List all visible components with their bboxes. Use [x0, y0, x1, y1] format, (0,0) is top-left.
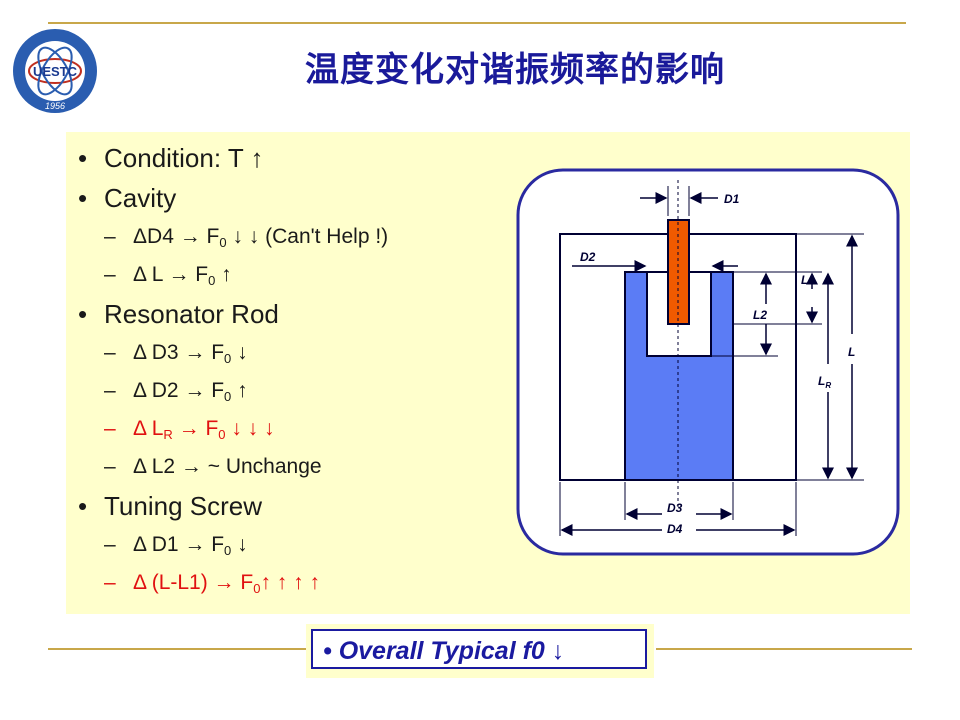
uestc-logo: UESTC 1956 — [13, 29, 97, 113]
overall-callout: • Overall Typical f0 ↓ — [311, 629, 647, 669]
sub-bullet-post: ↓ ↓ (Can't Help !) — [226, 225, 389, 248]
sub-bullet-pre: Δ L — [133, 417, 164, 440]
sub-bullet-sub: 0 — [224, 389, 232, 404]
logo-text: UESTC — [33, 64, 78, 79]
bullet-text: Condition: T ↑ — [104, 143, 264, 173]
sub-bullet-item: –ΔD4 → F0 ↓ ↓ (Can't Help !) — [78, 218, 518, 256]
bullet-text: Resonator Rod — [104, 299, 279, 329]
sub-bullet-sub: 0 — [208, 273, 216, 288]
dash-marker: – — [104, 225, 116, 248]
label-lr: L — [818, 374, 825, 388]
bullet-item: • Resonator Rod — [78, 294, 518, 334]
label-d2: D2 — [580, 250, 596, 264]
sub-bullet-pre: Δ L → F — [133, 263, 209, 286]
sub-bullet-item: –Δ D3 → F0 ↓ — [78, 334, 518, 372]
dash-marker: – — [104, 263, 116, 286]
sub-bullet-sub: 0 — [218, 427, 226, 442]
bullet-list: •Condition: T ↑•Cavity–ΔD4 → F0 ↓ ↓ (Can… — [78, 138, 518, 602]
sub-bullet-pre: Δ D1 → F — [133, 533, 225, 556]
sub-bullet-post: ↑ — [215, 263, 232, 286]
sub-bullet-post: ↑ ↑ ↑ ↑ — [260, 571, 320, 594]
sub-bullet-sub1: R — [163, 427, 173, 442]
sub-bullet-item: –Δ D2 → F0 ↑ — [78, 372, 518, 410]
sub-bullet-sub: 0 — [253, 581, 261, 596]
bullet-item: • Cavity — [78, 178, 518, 218]
bullet-marker: • — [78, 299, 88, 329]
sub-bullet-pre: Δ L2 → ~ Unchange — [133, 455, 322, 478]
sub-bullet-item: –Δ L → F0 ↑ — [78, 256, 518, 294]
bullet-marker: • — [78, 491, 88, 521]
sub-bullet-post: ↓ — [231, 341, 248, 364]
sub-bullet-sub: 0 — [224, 543, 232, 558]
dash-marker: – — [104, 455, 116, 478]
bottom-rule-left — [48, 648, 306, 650]
sub-bullet-item: –Δ L2 → ~ Unchange — [78, 448, 518, 486]
sub-bullet-post: ↑ — [231, 379, 248, 402]
sub-bullet-post: ↓ — [231, 533, 248, 556]
bullet-marker: • — [78, 183, 88, 213]
label-d3: D3 — [667, 501, 683, 515]
bullet-marker: • — [78, 143, 88, 173]
bullet-item: • Condition: T ↑ — [78, 138, 518, 178]
label-l1: L1 — [801, 273, 815, 287]
overall-box: • Overall Typical f0 ↓ — [306, 624, 654, 678]
sub-bullet-item: –Δ (L-L1) → F0↑ ↑ ↑ ↑ — [78, 564, 518, 602]
sub-bullet-item: –Δ D1 → F0 ↓ — [78, 526, 518, 564]
label-d4: D4 — [667, 522, 683, 536]
sub-bullet-sub: 0 — [219, 235, 227, 250]
bullet-text: Cavity — [104, 183, 177, 213]
sub-bullet-post: ↓ ↓ ↓ — [225, 417, 275, 440]
bullet-text: Tuning Screw — [104, 491, 262, 521]
label-lr-sub: R — [825, 381, 831, 390]
sub-bullet-pre: Δ (L-L1) → F — [133, 571, 254, 594]
dash-marker: – — [104, 571, 116, 594]
logo-year: 1956 — [45, 101, 65, 111]
bullet-item: • Tuning Screw — [78, 486, 518, 526]
label-d1: D1 — [724, 192, 740, 206]
svg-text:LR: LR — [818, 374, 831, 390]
dash-marker: – — [104, 341, 116, 364]
sub-bullet-pre: Δ D3 → F — [133, 341, 225, 364]
dash-marker: – — [104, 417, 116, 440]
dash-marker: – — [104, 379, 116, 402]
label-l2: L2 — [753, 308, 767, 322]
resonator-diagram: D1 D2 L1 L2 L LR D3 D4 — [516, 168, 900, 556]
sub-bullet-mid: → F — [172, 417, 219, 440]
overall-text: • Overall Typical f0 — [323, 637, 552, 665]
top-rule — [48, 22, 906, 24]
sub-bullet-pre: ΔD4 → F — [133, 225, 220, 248]
dash-marker: – — [104, 533, 116, 556]
slide-title: 温度变化对谐振频率的影响 — [305, 50, 725, 90]
down-arrow-icon: ↓ — [551, 637, 565, 665]
sub-bullet-pre: Δ D2 → F — [133, 379, 225, 402]
sub-bullet-item: –Δ LR → F0 ↓ ↓ ↓ — [78, 410, 518, 448]
sub-bullet-sub: 0 — [224, 351, 232, 366]
label-l: L — [848, 345, 855, 359]
bottom-rule-right — [656, 648, 912, 650]
